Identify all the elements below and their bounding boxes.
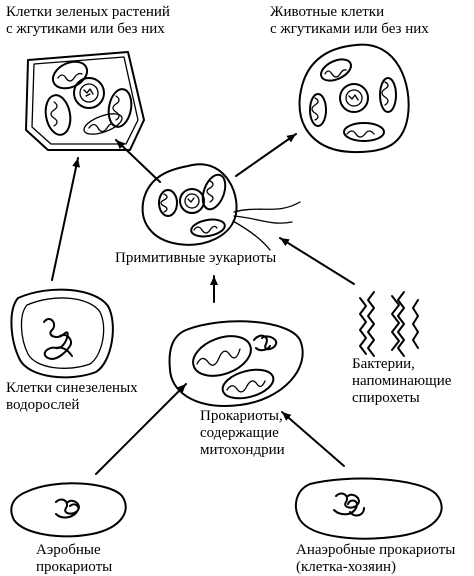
label-anaerobic-prokaryotes: Анаэробные прокариоты (клетка-хозяин): [296, 542, 456, 575]
animal-cell: [298, 43, 410, 154]
label-primitive-eukaryotes: Примитивные эукариоты: [115, 250, 277, 266]
spirochete-bacteria: [359, 291, 419, 357]
label-aerobic-prokaryotes: Аэробные прокариоты: [36, 542, 113, 575]
arrow-aerobic-to-mito: [95, 383, 187, 475]
arrow-anaerobic-to-mito: [281, 411, 345, 467]
arrows: [51, 133, 355, 475]
cyanobacteria-cell: [10, 288, 114, 379]
label-plant-cells: Клетки зеленых растений с жгутиками или …: [6, 4, 170, 37]
label-animal-cells: Животные клетки с жгутиками или без них: [270, 4, 429, 37]
label-spirochete-bacteria: Бактерии, напоминающие спирохеты: [352, 356, 452, 406]
primitive-eukaryote-cell: [141, 163, 301, 251]
aerobic-prokaryote-cell: [10, 482, 127, 538]
plant-cell: [25, 51, 145, 151]
label-mito-prokaryotes: Прокариоты, содержащие митохондрии: [200, 408, 285, 458]
arrow-cyano-to-plant: [51, 157, 81, 281]
mito-prokaryote-cell: [168, 320, 304, 407]
arrow-spirochete-to-eukaryote: [279, 237, 355, 285]
label-cyanobacteria: Клетки синезеленых водорослей: [6, 380, 138, 413]
anaerobic-prokaryote-cell: [294, 477, 443, 540]
arrow-eukaryote-to-plant: [115, 139, 161, 183]
arrow-eukaryote-to-animal: [235, 133, 297, 177]
